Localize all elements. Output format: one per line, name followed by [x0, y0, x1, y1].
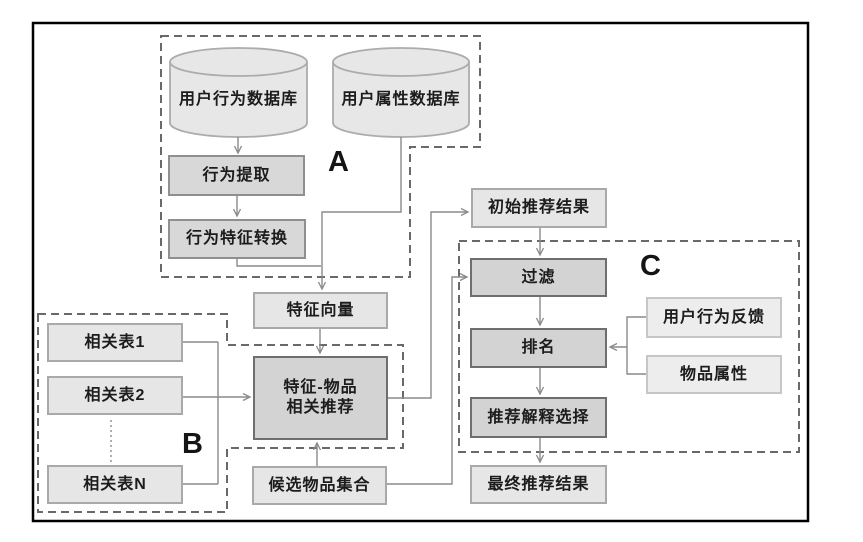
node-rec-explain-select: 推荐解释选择 — [470, 397, 607, 438]
conn-tables-collector — [183, 341, 219, 485]
node-behavior-feature-convert: 行为特征转换 — [168, 219, 306, 259]
node-feature-vector: 特征向量 — [253, 292, 388, 329]
node-feature-item-rec-line2: 相关推荐 — [286, 399, 355, 416]
node-final-rec-result: 最终推荐结果 — [470, 465, 607, 504]
node-user-behavior-db: 用户行为数据库 — [178, 91, 298, 108]
database-cylinder-user-behavior — [169, 47, 308, 138]
node-feature-item-rec: 特征-物品 相关推荐 — [253, 356, 388, 440]
conn-convert-join — [236, 258, 321, 267]
database-cylinder-user-attr — [332, 47, 470, 138]
region-c-outline — [458, 240, 800, 453]
node-ranking: 排名 — [470, 328, 607, 368]
region-b-outline — [37, 313, 404, 513]
node-filter: 过滤 — [470, 258, 607, 297]
region-label-a: A — [328, 146, 349, 178]
conn-attrdb-to-featurevector — [322, 137, 402, 289]
node-user-attr-db: 用户属性数据库 — [341, 91, 461, 108]
region-label-b: B — [182, 428, 203, 460]
node-related-table-1: 相关表1 — [47, 323, 183, 362]
conn-candidate-to-filter — [387, 277, 467, 485]
conn-feedback-bracket — [626, 316, 646, 375]
region-a-outline — [160, 35, 481, 278]
node-user-behavior-feedback: 用户行为反馈 — [646, 297, 782, 338]
node-feature-item-rec-line1: 特征-物品 — [283, 379, 358, 396]
node-behavior-extract: 行为提取 — [168, 155, 305, 196]
node-candidate-item-set: 候选物品集合 — [252, 466, 387, 505]
conn-featureitem-to-initial — [387, 212, 468, 399]
node-related-table-n: 相关表N — [47, 465, 183, 504]
node-initial-rec-result: 初始推荐结果 — [471, 188, 607, 228]
region-label-c: C — [640, 250, 661, 282]
node-related-table-2: 相关表2 — [47, 376, 183, 415]
node-item-attributes: 物品属性 — [646, 355, 782, 394]
